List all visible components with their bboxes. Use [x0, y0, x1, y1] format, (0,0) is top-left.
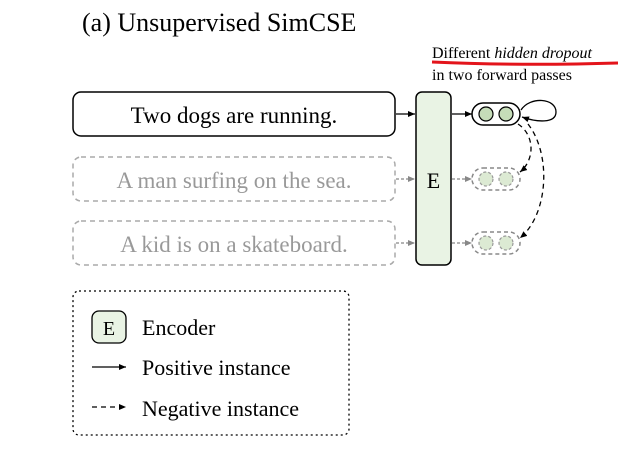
legend-encoder-label: Encoder	[142, 315, 216, 340]
legend-encoder-icon	[91, 310, 127, 344]
legend-box	[72, 290, 350, 436]
sentence-box-1	[72, 91, 396, 137]
annotation-emphasis: hidden dropout	[494, 45, 592, 62]
annotation-underline	[431, 60, 618, 66]
embedding-negative-2	[471, 231, 521, 255]
sentence-text-2: A man surfing on the sea.	[116, 168, 351, 193]
embedding-negative-1	[471, 167, 521, 191]
legend-positive-label: Positive instance	[142, 355, 290, 380]
sentence-text-1: Two dogs are running.	[131, 103, 338, 128]
annotation-line-1: Different hidden dropout	[432, 45, 593, 62]
diagram-title: (a) Unsupervised SimCSE	[82, 8, 356, 37]
annotation-prefix: Different	[432, 45, 494, 62]
legend-encoder-symbol: E	[103, 318, 115, 340]
encoder-label: E	[427, 168, 440, 193]
sentence-box-3	[72, 220, 396, 266]
encoder-box	[415, 91, 452, 266]
negative-pair-arrow-1	[517, 123, 532, 173]
negative-pair-arrow-2	[519, 123, 545, 239]
positive-pair-arrow	[520, 99, 557, 123]
embedding-positive	[471, 102, 521, 126]
sentence-text-3: A kid is on a skateboard.	[120, 232, 347, 257]
annotation-line-2: in two forward passes	[432, 67, 572, 84]
sentence-box-2	[72, 156, 396, 202]
legend-negative-label: Negative instance	[142, 396, 299, 421]
